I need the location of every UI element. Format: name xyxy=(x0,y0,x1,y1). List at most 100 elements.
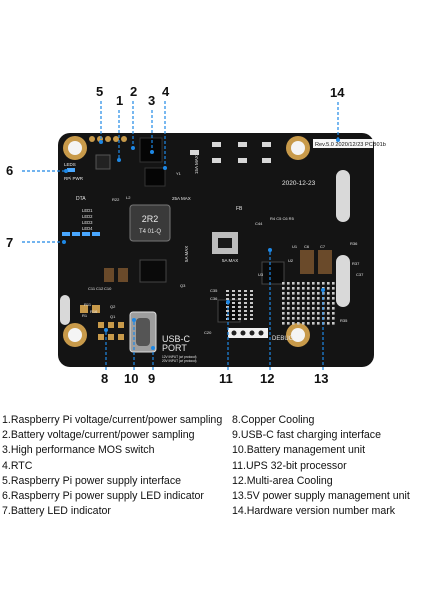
inductor xyxy=(129,204,171,242)
callout-number: 12 xyxy=(260,371,274,386)
silk-led2: LED2 xyxy=(82,214,93,219)
silk-part-label: R36 xyxy=(350,241,358,246)
silk-part-label: C6 xyxy=(304,244,310,249)
silk-part-label: C11 xyxy=(88,286,96,291)
legend-item: 3.High performance MOS switch xyxy=(2,444,155,457)
silk-part-label: Q3 xyxy=(180,283,186,288)
silk-part-label: U1 xyxy=(292,244,298,249)
power-led xyxy=(67,168,75,172)
inductor-label: 2R2 xyxy=(142,214,159,224)
silk-part-label: C12 xyxy=(96,286,104,291)
callout-number: 6 xyxy=(6,163,13,178)
callout-number: 5 xyxy=(96,84,103,99)
legend-item: 1.Raspberry Pi voltage/current/power sam… xyxy=(2,414,223,426)
callout-number: 4 xyxy=(162,84,170,99)
legend-right: 8.Copper Cooling 9.USB-C fast charging i… xyxy=(232,413,410,519)
silk-led4: LED4 xyxy=(82,226,93,231)
battery-leds xyxy=(62,232,100,236)
silk-led3: LED3 xyxy=(82,220,93,225)
silk-part-label: R16 xyxy=(90,309,98,314)
legend-item: 4.RTC xyxy=(2,459,33,472)
silk-part-label: R22 xyxy=(112,197,120,202)
silk-part-label: C10 xyxy=(104,286,112,291)
callout-dot xyxy=(321,288,325,292)
legend-item: 10.Battery management unit xyxy=(232,444,366,457)
callout-dot xyxy=(268,248,272,252)
silk-part-label: C35 xyxy=(210,288,218,293)
legend-item: 9.USB-C fast charging interface xyxy=(232,429,381,442)
legend-item: 6.Raspberry Pi power supply LED indicato… xyxy=(2,489,204,502)
callout-dot xyxy=(151,346,155,350)
legend-item: 2.Battery voltage/current/power sampling xyxy=(2,429,195,442)
callout-number: 11 xyxy=(219,371,233,386)
callout-dot xyxy=(64,169,68,173)
version-mark-box xyxy=(313,139,373,148)
callout-number: 8 xyxy=(101,371,108,386)
callout-number: 13 xyxy=(314,371,328,386)
silk-part-label: R37 xyxy=(352,261,360,266)
silk-part-label: U2 xyxy=(288,258,294,263)
callout-number: 7 xyxy=(6,235,13,250)
legend-item: 14.Hardware version number mark xyxy=(232,505,396,518)
legend-item: 7.Battery LED indicator xyxy=(2,505,111,518)
callout-number: 3 xyxy=(148,93,155,108)
rtc-chip xyxy=(144,167,166,187)
callout-dot xyxy=(132,318,136,322)
callout-dot xyxy=(226,300,230,304)
callout-number: 2 xyxy=(130,84,137,99)
smd-pads-top xyxy=(190,142,271,163)
silk-max-3: 5A MAX xyxy=(184,246,189,262)
legend-item: 12.Multi-area Cooling xyxy=(232,474,333,487)
silk-part-label: R35 xyxy=(340,318,348,323)
silk-part-label: R1 xyxy=(82,313,88,318)
silk-leds: LEDS xyxy=(64,162,76,167)
callout-number: 14 xyxy=(330,85,345,100)
silk-part-label: Q1 xyxy=(110,314,116,319)
callout-dot xyxy=(99,140,103,144)
silk-part-label: R11 xyxy=(84,302,92,307)
silk-part-label: U3 xyxy=(258,272,264,277)
legend-item: 5.Raspberry Pi power supply interface xyxy=(2,474,182,487)
battery-management-chip xyxy=(139,259,167,283)
date-label: 2020-12-23 xyxy=(282,180,316,187)
silk-part-label: C20 xyxy=(204,330,212,335)
callout-number: 1 xyxy=(116,93,123,108)
legend-item: 8.Copper Cooling xyxy=(232,414,315,426)
legend-item: 11.UPS 32-bit processor xyxy=(232,459,347,472)
silk-part-label: C36 xyxy=(210,296,218,301)
capacitors xyxy=(104,250,332,282)
usb-label: USB-C xyxy=(162,334,191,344)
copper-cooling-pads xyxy=(80,305,124,340)
callout-dot xyxy=(163,166,167,170)
silk-part-label: Q2 xyxy=(110,304,116,309)
silk-part-label: L2 xyxy=(126,195,131,200)
silk-max-1: 25A MAX xyxy=(172,196,191,201)
silk-rpi-pwr: RPi PWR xyxy=(64,176,84,181)
callout-dot xyxy=(62,240,66,244)
silk-part-label: C44 xyxy=(255,221,263,226)
version-mark: Rev.5.0 2020/12/23 PCB01b xyxy=(315,142,386,148)
silk-part-label: Y1 xyxy=(176,171,182,176)
callout-dot xyxy=(117,158,121,162)
legend-item: 13.5V power supply management unit xyxy=(232,489,410,502)
usb-label-2: PORT xyxy=(162,343,187,353)
inductor-label-2: T4 01-Q xyxy=(139,229,161,235)
debug-label: DEBUG xyxy=(272,336,294,342)
usb-note-2: 20V INPUT (w/ protocol) xyxy=(162,359,196,363)
callout-dot xyxy=(150,150,154,154)
silk-led1: LED1 xyxy=(82,208,93,213)
silk-fb: FB xyxy=(236,206,243,212)
usb-note-1: 12V INPUT (w/ protocol) xyxy=(162,355,196,359)
callout-dot xyxy=(131,146,135,150)
silk-part-label: C37 xyxy=(356,272,364,277)
legend-left: 1.Raspberry Pi voltage/current/power sam… xyxy=(2,413,222,519)
silk-part-label: R4 C5 C6 R5 xyxy=(270,216,295,221)
mounting-holes xyxy=(63,136,310,347)
copper-pads xyxy=(60,170,350,325)
debug-pads xyxy=(228,328,268,338)
callout-number: 10 xyxy=(124,371,138,386)
callout-number: 9 xyxy=(148,371,155,386)
